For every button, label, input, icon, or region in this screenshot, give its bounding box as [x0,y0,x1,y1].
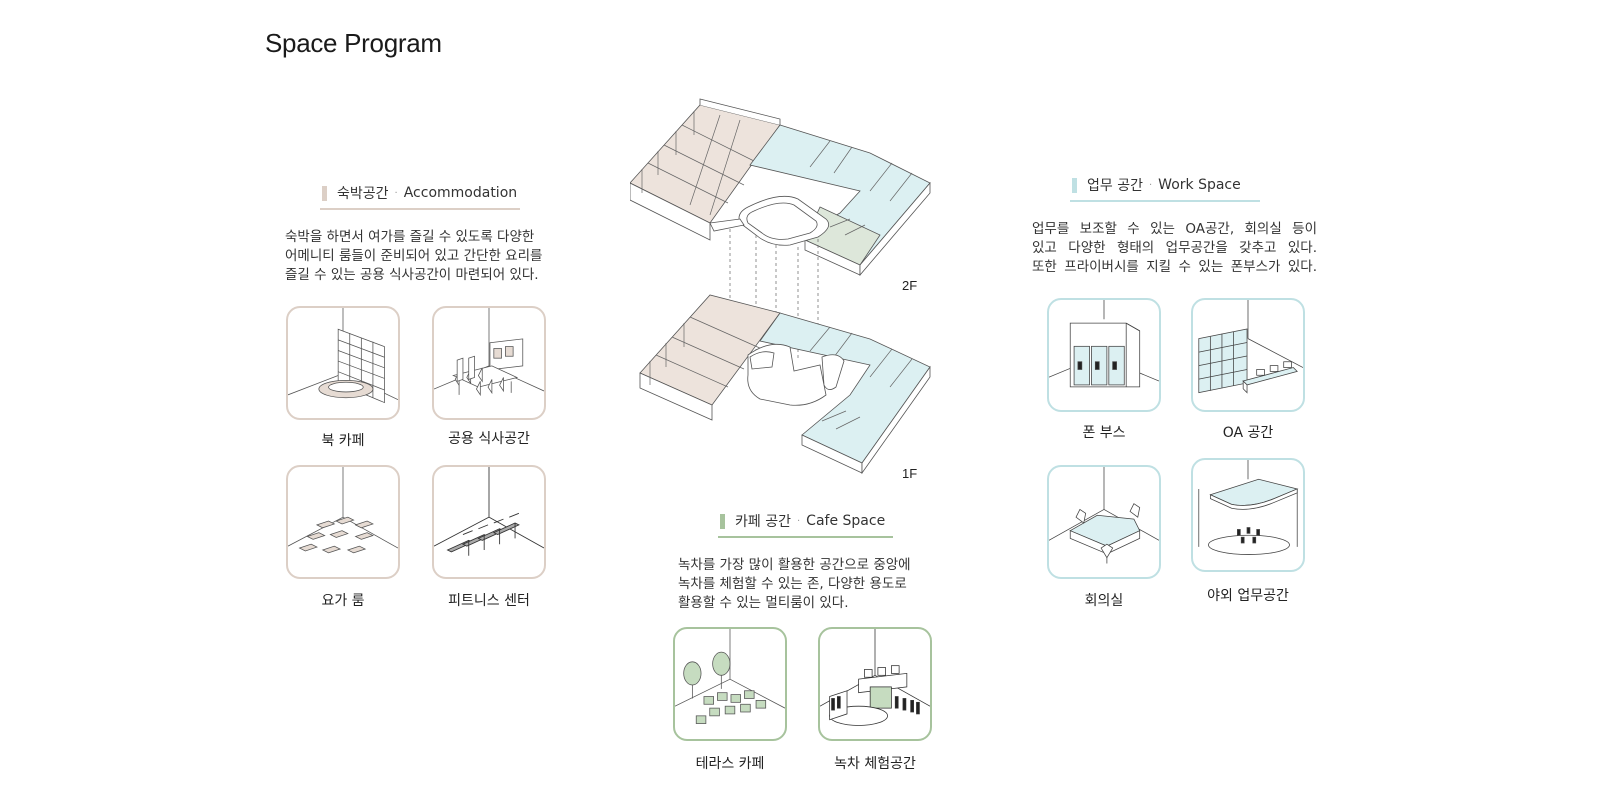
phone-booth-card [1047,298,1161,412]
work-heading-bar [1072,177,1077,193]
dining-table-icon [434,308,544,397]
terrace-tree-icon [675,629,785,724]
work-title-en: Work Space [1158,177,1241,193]
accommodation-heading-bar [322,185,327,201]
cafe-heading: 카페 공간 · Cafe Space [718,510,893,538]
work-description: 업무를 보조할 수 있는 OA공간, 회의실 등이 있고 다양한 형태의 업무공… [1032,220,1317,277]
page-title: Space Program [265,28,442,58]
tea-bar-icon [820,629,930,726]
floor-label-2f: 2F [902,278,918,293]
book-cafe-label: 북 카페 [321,433,365,449]
accommodation-desc-line: 숙박을 하면서 여가를 즐길 수 있도록 다양한 [285,229,535,245]
floor-2f-accommodation-block [630,98,781,241]
oa-space-label: OA 공간 [1222,425,1274,441]
yoga-mat-icon [288,467,398,554]
tea-experience-label: 녹차 체험공간 [834,756,916,772]
terrace-cafe-label: 테라스 카페 [695,756,765,772]
work-heading-underline [1070,200,1260,202]
work-title-ko: 업무 공간 [1087,178,1143,194]
outdoor-work-label: 야외 업무공간 [1207,588,1289,604]
meeting-room-card [1047,465,1161,579]
floor-1f-work-block [759,312,931,475]
floor-1f-central-cafe [747,343,845,406]
oa-space-card [1191,298,1305,412]
floor-1f-accommodation-block [639,294,781,421]
meeting-room-label: 회의실 [1084,593,1124,609]
phone-booth-label: 폰 부스 [1082,425,1126,441]
work-desc-line: 있고 다양한 형태의 업무공간을 갖추고 있다. [1032,240,1317,256]
work-heading: 업무 공간 · Work Space [1070,174,1260,202]
cafe-desc-line: 녹차를 가장 많이 활용한 공간으로 중앙에 [678,557,911,573]
accommodation-description: 숙박을 하면서 여가를 즐길 수 있도록 다양한 어메니티 룸들이 준비되어 있… [285,228,542,285]
accommodation-heading: 숙박공간 · Accommodation [320,182,520,210]
floor-2f-central-atrium [709,195,830,246]
fitness-center-card [432,465,546,579]
shared-dining-label: 공용 식사공간 [448,431,530,447]
treadmill-icon [434,467,544,556]
work-desc-line: 업무를 보조할 수 있는 OA공간, 회의실 등이 [1032,221,1317,237]
tea-experience-card [818,627,932,741]
floor-plan-isometric [630,98,931,475]
accommodation-heading-underline [320,208,520,210]
shared-dining-card [432,306,546,420]
cafe-title-separator: · [796,515,801,527]
yoga-room-label: 요가 룸 [321,593,365,609]
cafe-desc-line: 녹차를 체험할 수 있는 존, 다양한 용도로 [678,576,907,592]
cafe-title-en: Cafe Space [806,513,886,529]
fitness-center-label: 피트니스 센터 [448,593,530,609]
accommodation-desc-line: 즐길 수 있는 공용 식사공간이 마련되어 있다. [285,267,539,283]
cafe-title-ko: 카페 공간 [735,514,791,530]
cafe-description: 녹차를 가장 많이 활용한 공간으로 중앙에 녹차를 체험할 수 있는 존, 다… [678,556,911,613]
accommodation-title-en: Accommodation [403,185,518,201]
book-cafe-card [286,306,400,420]
cafe-heading-underline [718,536,893,538]
accommodation-desc-line: 어메니티 룸들이 준비되어 있고 간단한 요리를 [285,248,543,264]
floor-label-1f: 1F [902,466,918,481]
cabinet-icon [1198,300,1303,394]
cafe-heading-bar [720,513,725,529]
meeting-table-icon [1049,467,1159,564]
outdoor-work-card [1191,458,1305,572]
work-title-separator: · [1148,179,1153,191]
work-desc-line: 또한 프라이버시를 지킬 수 있는 폰부스가 있다. [1032,259,1317,275]
phone-booth-icon [1049,300,1159,388]
bookshelf-icon [288,308,398,404]
yoga-room-card [286,465,400,579]
cafe-desc-line: 활용할 수 있는 멀티룸이 있다. [678,595,849,611]
accommodation-title-separator: · [394,187,398,199]
outdoor-desk-icon [1198,460,1299,555]
accommodation-title-ko: 숙박공간 [337,186,389,202]
terrace-cafe-card [673,627,787,741]
